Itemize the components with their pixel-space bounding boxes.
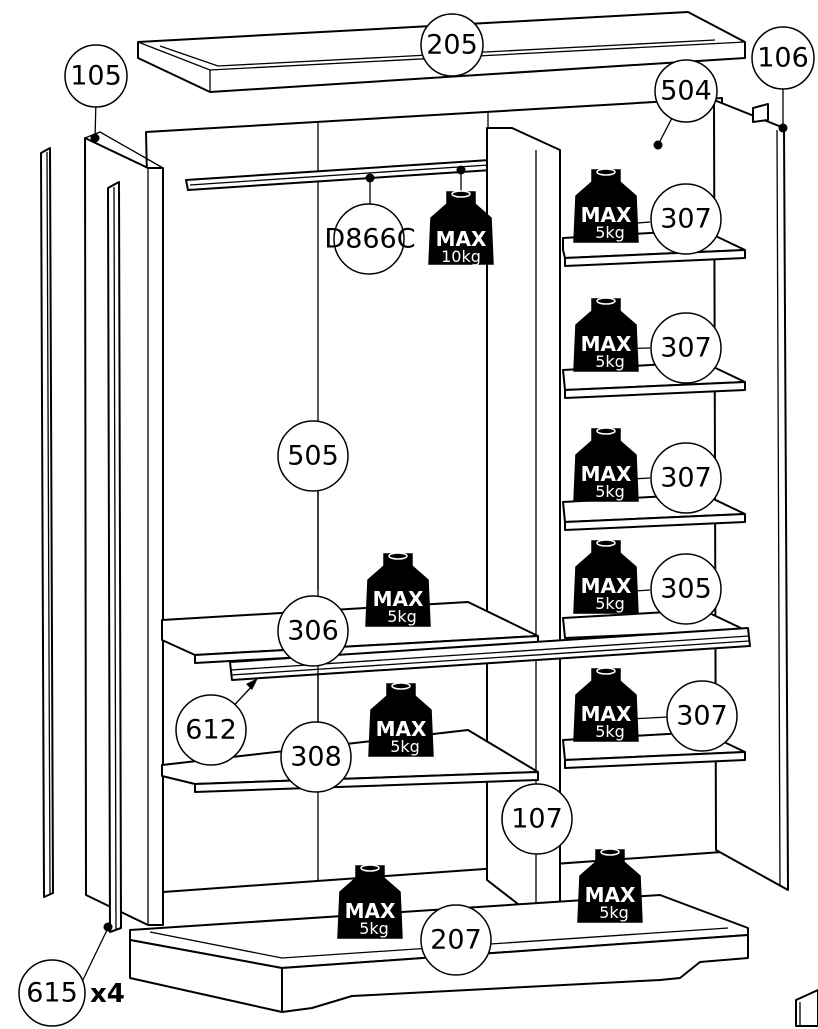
max-label: MAX	[581, 574, 632, 598]
callout-308: 308	[280, 721, 352, 793]
weight-limit-label: 10kg	[441, 247, 481, 266]
corner-fragment	[795, 989, 818, 1027]
svg-text:307: 307	[676, 701, 728, 732]
max-label: MAX	[376, 717, 427, 741]
max-label: MAX	[436, 227, 487, 251]
svg-text:D866C: D866C	[324, 224, 415, 255]
callout-207: 207	[420, 904, 492, 976]
svg-text:305: 305	[660, 574, 712, 605]
leader-dots	[90, 123, 788, 932]
svg-text:205: 205	[426, 30, 478, 61]
callout-107: 107	[501, 783, 573, 855]
weight-limit-label: 5kg	[390, 737, 420, 756]
svg-text:615: 615	[26, 978, 78, 1009]
callout-305: 305	[650, 553, 722, 625]
svg-text:308: 308	[290, 742, 342, 773]
callout-615: 615	[18, 959, 86, 1027]
weight-icon-plinth-right: MAX 5kg	[577, 848, 643, 923]
svg-text:207: 207	[430, 925, 482, 956]
rail-strip-615-a	[40, 147, 54, 898]
svg-text:105: 105	[70, 61, 122, 92]
callout-106: 106	[751, 26, 815, 90]
weight-limit-label: 5kg	[595, 482, 625, 501]
svg-text:307: 307	[660, 204, 712, 235]
weight-icon-rail: MAX 10kg	[428, 190, 494, 266]
max-label: MAX	[581, 332, 632, 356]
max-label: MAX	[581, 462, 632, 486]
weight-icon-shelf-307-1: MAX 5kg	[573, 168, 639, 243]
weight-limit-label: 5kg	[595, 722, 625, 741]
rail-strip-615-b	[107, 181, 122, 933]
callout-105: 105	[64, 44, 128, 108]
weight-limit-label: 5kg	[595, 594, 625, 613]
callout-307-1: 307	[650, 183, 722, 255]
callout-306: 306	[277, 595, 349, 667]
weight-icon-shelf-307-3: MAX 5kg	[573, 427, 639, 502]
callout-505: 505	[277, 420, 349, 492]
svg-text:107: 107	[511, 804, 563, 835]
side-panel-106	[713, 99, 789, 891]
side-panel-105	[84, 131, 164, 926]
max-label: MAX	[585, 883, 636, 907]
weight-limit-label: 5kg	[387, 607, 417, 626]
weight-icon-shelf-306: MAX 5kg	[365, 552, 431, 627]
svg-text:612: 612	[185, 715, 237, 746]
max-label: MAX	[581, 203, 632, 227]
shelf-306	[161, 601, 539, 664]
max-label: MAX	[373, 587, 424, 611]
weight-icon-shelf-308: MAX 5kg	[368, 682, 434, 757]
weight-icon-shelf-307-2: MAX 5kg	[573, 297, 639, 372]
weight-icon-shelf-305: MAX 5kg	[573, 539, 639, 614]
weight-limit-label: 5kg	[595, 223, 625, 242]
weight-limit-label: 5kg	[599, 903, 629, 922]
svg-text:307: 307	[660, 463, 712, 494]
weight-limit-label: 5kg	[595, 352, 625, 371]
callout-307-4: 307	[666, 680, 738, 752]
svg-text:106: 106	[757, 43, 809, 74]
max-label: MAX	[345, 899, 396, 923]
quantity-label-615: x4	[90, 979, 125, 1009]
svg-text:504: 504	[660, 76, 712, 107]
max-label: MAX	[581, 702, 632, 726]
svg-text:307: 307	[660, 333, 712, 364]
svg-text:306: 306	[287, 616, 339, 647]
callout-612: 612	[175, 694, 247, 766]
callout-205: 205	[420, 13, 484, 77]
callout-D866C: D866C	[324, 203, 416, 275]
weight-icon-plinth-left: MAX 5kg	[337, 864, 403, 939]
callout-307-3: 307	[650, 442, 722, 514]
weight-limit-label: 5kg	[359, 919, 389, 938]
weight-icon-shelf-307-4: MAX 5kg	[573, 667, 639, 742]
callout-504: 504	[654, 59, 718, 123]
svg-text:505: 505	[287, 441, 339, 472]
callout-307-2: 307	[650, 312, 722, 384]
